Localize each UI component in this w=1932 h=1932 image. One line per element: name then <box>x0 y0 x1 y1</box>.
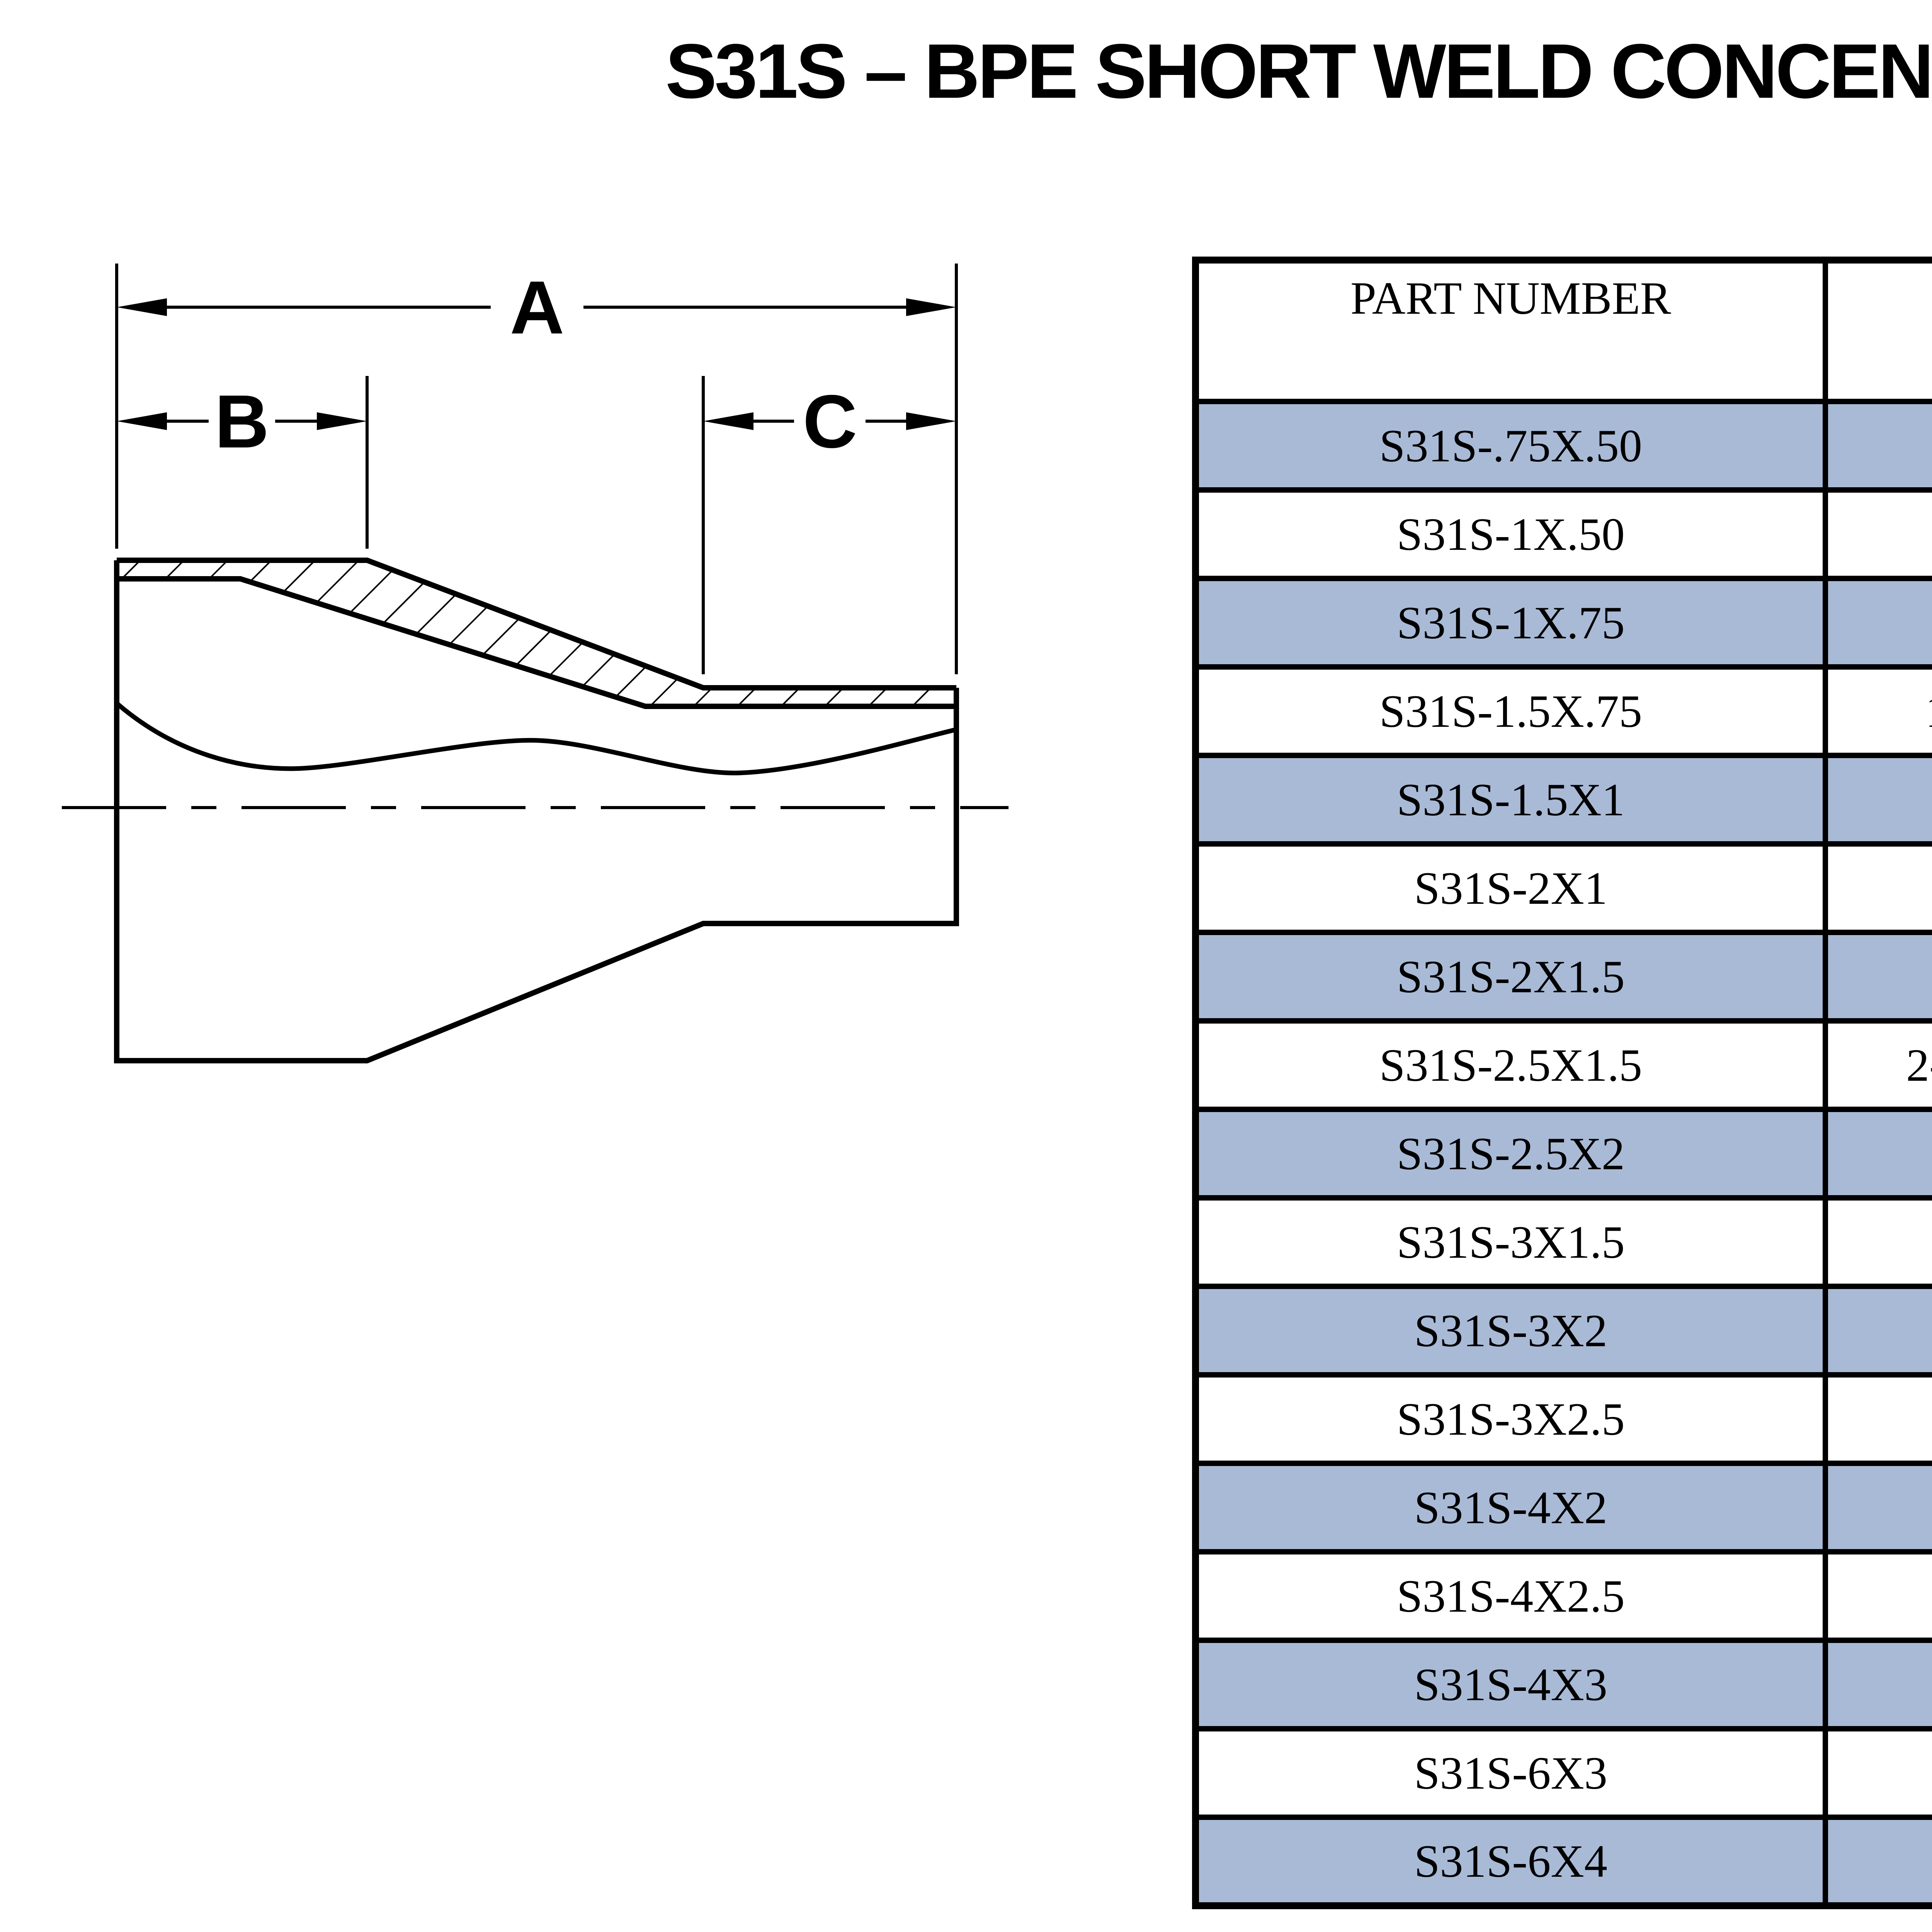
bore-break-line <box>115 701 957 776</box>
cell-part-number: S31S-.75X.50 <box>1193 399 1828 493</box>
header-line2 <box>1199 331 1823 397</box>
dim-a-label: A <box>510 265 565 350</box>
cell-part-number: S31S-2.5X2 <box>1193 1107 1828 1201</box>
table-row: S31S-.75X.50 3/4 X 1/2 2.125 1.000 1.000 <box>1193 399 1932 493</box>
cell-part-number: S31S-6X4 <box>1193 1815 1828 1908</box>
table-row: S31S-2X1.5 2 X 1-1/2 2.500 1.000 1.000 <box>1193 930 1932 1024</box>
cell-size: 3 X 2-1/2 <box>1822 1372 1932 1466</box>
cell-size: 4 X 3 <box>1822 1638 1932 1731</box>
col-header-size: SIZE (inches) <box>1822 257 1932 404</box>
reducer-body <box>114 558 959 1063</box>
cell-size: 6 X 4 <box>1822 1815 1932 1908</box>
dimensions-table: PART NUMBER SIZE (inches) A (inches) B (… <box>1192 257 1932 1909</box>
cell-size: 2-1/2 X 1-1/2 <box>1822 1018 1932 1112</box>
table-row: S31S-4X2.5 4 X 2-1/2 4.250 1.500 1.000 <box>1193 1549 1932 1643</box>
table-row: S31S-2.5X2 2-1/2 X 2 2.500 1.000 1.000 <box>1193 1107 1932 1201</box>
table-row: S31S-1.5X.75 1-1/2 X 3/4 3.000 1.000 1.0… <box>1193 664 1932 758</box>
cell-part-number: S31S-2.5X1.5 <box>1193 1018 1828 1112</box>
reducer-section-drawing: A B C <box>62 264 1009 1063</box>
cell-size: 3/4 X 1/2 <box>1822 399 1932 493</box>
outer-wall-line <box>117 558 956 690</box>
table-row: S31S-2.5X1.5 2-1/2 X 1-1/2 3.375 1.000 1… <box>1193 1018 1932 1112</box>
cell-size: 6 X 3 <box>1822 1726 1932 1820</box>
inner-wall-line <box>117 576 956 709</box>
header-line1: PART NUMBER <box>1350 272 1671 324</box>
table-row: S31S-4X2 4 X 2 5.125 1.500 1.000 <box>1193 1461 1932 1554</box>
cell-part-number: S31S-6X3 <box>1193 1726 1828 1820</box>
extension-lines <box>115 264 958 674</box>
cell-size: 4 X 2-1/2 <box>1822 1549 1932 1643</box>
cell-size: 3 X 2 <box>1822 1284 1932 1378</box>
cell-part-number: S31S-4X2 <box>1193 1461 1828 1554</box>
table-body: S31S-.75X.50 3/4 X 1/2 2.125 1.000 1.000… <box>1193 399 1932 1908</box>
table-row: S31S-4X3 4 X 3 3.875 1.500 1.500 <box>1193 1638 1932 1731</box>
cell-size: 1-1/2 X 3/4 <box>1822 664 1932 758</box>
dim-b-label: B <box>215 379 269 464</box>
dimension-b: B <box>117 379 367 464</box>
dim-c-label: C <box>803 379 857 464</box>
col-header-part-number: PART NUMBER <box>1193 257 1828 404</box>
outer-profile-bottom <box>114 560 959 1063</box>
table-row: S31S-1X.75 1 X 3/4 2.125 1.000 1.000 <box>1193 576 1932 670</box>
dim-c-arrow-right <box>906 412 956 430</box>
cell-size: 2 X 1 <box>1822 841 1932 935</box>
table-row: S31S-6X4 6 X 4 5.625 2.000 1.500 <box>1193 1815 1932 1908</box>
cell-part-number: S31S-1.5X1 <box>1193 753 1828 847</box>
cell-part-number: S31S-3X2.5 <box>1193 1372 1828 1466</box>
cell-size: 1 X 3/4 <box>1822 576 1932 670</box>
cell-part-number: S31S-1.5X.75 <box>1193 664 1828 758</box>
table-row: S31S-1.5X1 1-1/2 X 1 2.500 1.000 1.000 <box>1193 753 1932 847</box>
wall-hatching <box>117 560 956 706</box>
cell-part-number: S31S-4X3 <box>1193 1638 1828 1731</box>
cell-part-number: S31S-4X2.5 <box>1193 1549 1828 1643</box>
header-line1: SIZE <box>1828 265 1932 331</box>
dim-b-arrow-right <box>317 412 367 430</box>
dim-b-arrow-left <box>117 412 167 430</box>
table-row: S31S-3X2.5 3 X 2-1/2 2.625 1.500 1.000 <box>1193 1372 1932 1466</box>
table-row: S31S-2X1 2 X 1 3.375 1.000 1.000 <box>1193 841 1932 935</box>
cell-size: 1-1/2 X 1 <box>1822 753 1932 847</box>
dimension-c: C <box>703 379 956 464</box>
dim-a-arrow-left <box>117 298 167 316</box>
table-row: S31S-6X3 6 X 3 7.250 2.000 1.500 <box>1193 1726 1932 1820</box>
cell-part-number: S31S-1X.50 <box>1193 487 1828 581</box>
cell-size: 2 X 1-1/2 <box>1822 930 1932 1024</box>
dim-a-arrow-right <box>906 298 956 316</box>
table-row: S31S-3X1.5 3 X 1-1/2 4.250 1.500 1.000 <box>1193 1195 1932 1289</box>
cell-part-number: S31S-2X1.5 <box>1193 930 1828 1024</box>
dimension-a: A <box>117 265 956 350</box>
cell-size: 4 X 2 <box>1822 1461 1932 1554</box>
cell-size: 1 X 1/2 <box>1822 487 1932 581</box>
cell-size: 2-1/2 X 2 <box>1822 1107 1932 1201</box>
cell-part-number: S31S-1X.75 <box>1193 576 1828 670</box>
cell-part-number: S31S-2X1 <box>1193 841 1828 935</box>
cell-part-number: S31S-3X2 <box>1193 1284 1828 1378</box>
table-header: PART NUMBER SIZE (inches) A (inches) B (… <box>1193 257 1932 404</box>
page-title: S31S – BPE SHORT WELD CONCENTRIC REDUCER <box>665 28 1932 114</box>
table-row: S31S-3X2 3 X 2 3.375 1.500 1.000 <box>1193 1284 1932 1378</box>
header-row: PART NUMBER SIZE (inches) A (inches) B (… <box>1193 257 1932 404</box>
table-row: S31S-1X.50 1 X 1/2 2.500 1.000 1.000 <box>1193 487 1932 581</box>
cell-size: 3 X 1-1/2 <box>1822 1195 1932 1289</box>
cell-part-number: S31S-3X1.5 <box>1193 1195 1828 1289</box>
dim-c-arrow-left <box>703 412 753 430</box>
header-line2: (inches) <box>1828 331 1932 397</box>
